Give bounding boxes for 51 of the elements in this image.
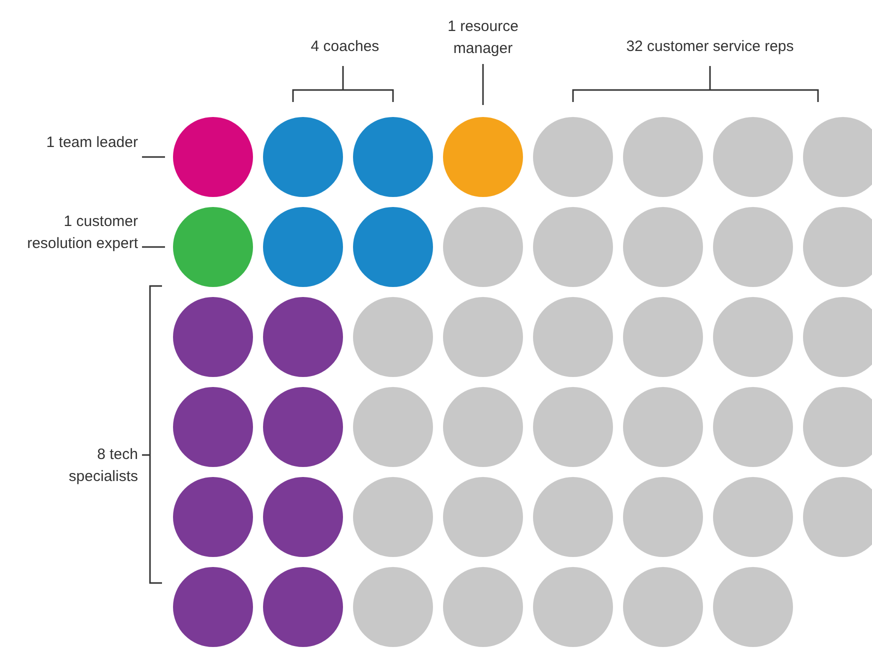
group-label: 8 tech specialists: [68, 445, 138, 487]
person-circle: [263, 207, 343, 287]
person-circle: [713, 387, 793, 467]
person-circle: [173, 297, 253, 377]
person-circle: [173, 387, 253, 467]
person-circle: [173, 117, 253, 197]
person-circle: [443, 297, 523, 377]
group-label: 32 customer service reps: [625, 37, 795, 57]
person-circle: [623, 477, 703, 557]
person-circle: [173, 207, 253, 287]
person-circle: [263, 387, 343, 467]
person-circle: [533, 117, 613, 197]
person-circle: [353, 477, 433, 557]
person-circle: [263, 477, 343, 557]
leader-line: [142, 246, 165, 248]
person-circle: [353, 117, 433, 197]
person-circle: [533, 387, 613, 467]
person-circle: [173, 477, 253, 557]
person-circle: [263, 117, 343, 197]
leader-line: [142, 156, 165, 158]
person-circle: [353, 297, 433, 377]
person-circle: [443, 387, 523, 467]
person-circle: [623, 567, 703, 647]
person-circle: [173, 567, 253, 647]
person-circle: [263, 567, 343, 647]
person-circle: [713, 207, 793, 287]
role-label: 1 resource manager: [428, 16, 538, 60]
person-circle: [713, 567, 793, 647]
person-circle: [533, 567, 613, 647]
person-circle: [533, 477, 613, 557]
group-label: 4 coaches: [310, 37, 380, 57]
person-circle: [623, 117, 703, 197]
person-circle: [443, 567, 523, 647]
person-circle: [263, 297, 343, 377]
person-circle: [443, 207, 523, 287]
person-circle: [713, 477, 793, 557]
person-circle: [533, 297, 613, 377]
person-circle: [353, 567, 433, 647]
person-circle: [623, 207, 703, 287]
person-circle: [353, 207, 433, 287]
person-circle: [713, 297, 793, 377]
person-circle: [443, 117, 523, 197]
person-circle: [533, 207, 613, 287]
person-circle: [623, 297, 703, 377]
leader-line: [482, 64, 484, 105]
person-circle: [443, 477, 523, 557]
person-circle: [713, 117, 793, 197]
person-circle: [353, 387, 433, 467]
person-circle: [623, 387, 703, 467]
role-label: 1 customer resolution expert: [20, 211, 138, 255]
role-label: 1 team leader: [40, 132, 138, 154]
